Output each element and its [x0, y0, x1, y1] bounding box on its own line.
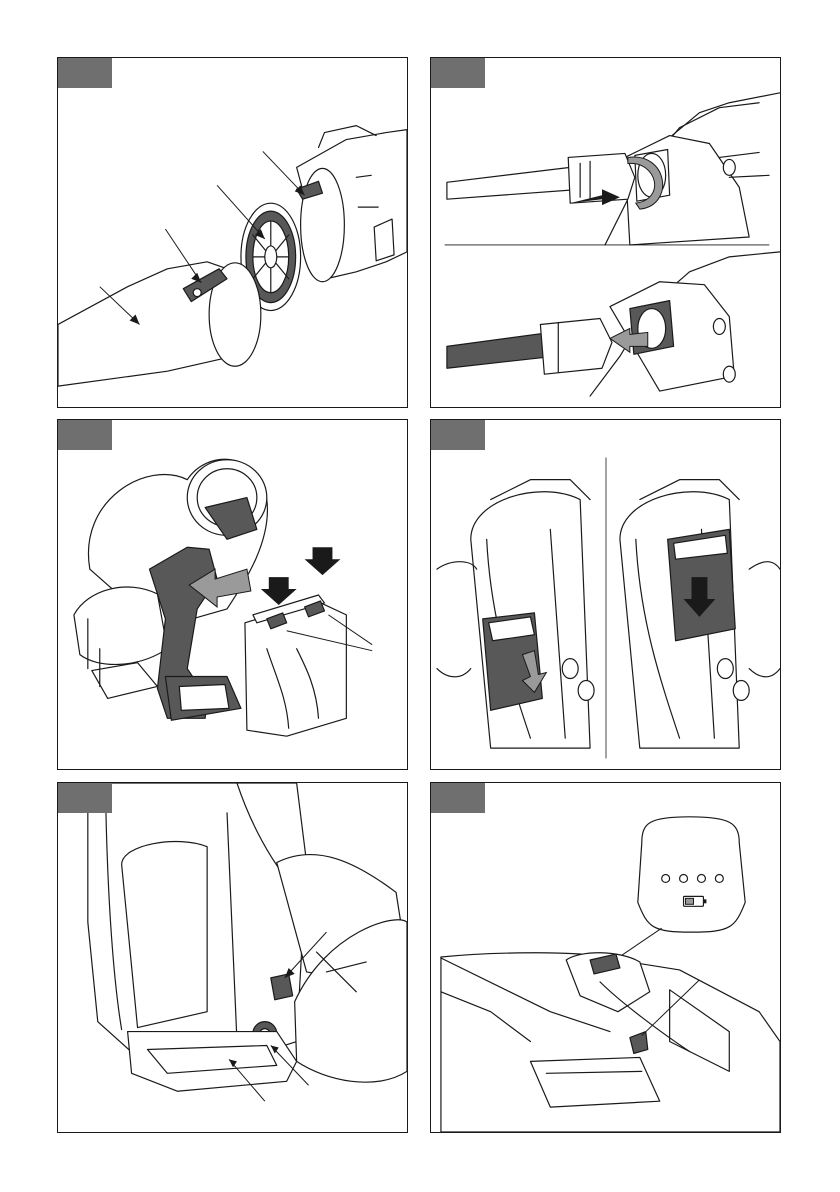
figure-number-tab [431, 420, 485, 450]
figure-5-backpack-controls [57, 782, 408, 1133]
backpack-controls-illustration [58, 783, 407, 1132]
figure-2-connector-plug [430, 57, 781, 408]
figure-3-harness-holder [57, 419, 408, 770]
connector-plug-illustration [431, 58, 780, 407]
figure-number-tab [58, 58, 112, 88]
battery-insertion-illustration [431, 420, 780, 769]
figure-number-tab [431, 58, 485, 88]
tube-attachment-illustration [58, 58, 407, 407]
harness-holder-illustration [58, 420, 407, 769]
figure-number-tab [58, 420, 112, 450]
figure-4-battery-insertion [430, 419, 781, 770]
battery-indicator-illustration [431, 783, 780, 1132]
figure-number-tab [431, 783, 485, 813]
figure-6-battery-indicator [430, 782, 781, 1133]
figure-number-tab [58, 783, 112, 813]
figure-1-tube-attachment [57, 57, 408, 408]
